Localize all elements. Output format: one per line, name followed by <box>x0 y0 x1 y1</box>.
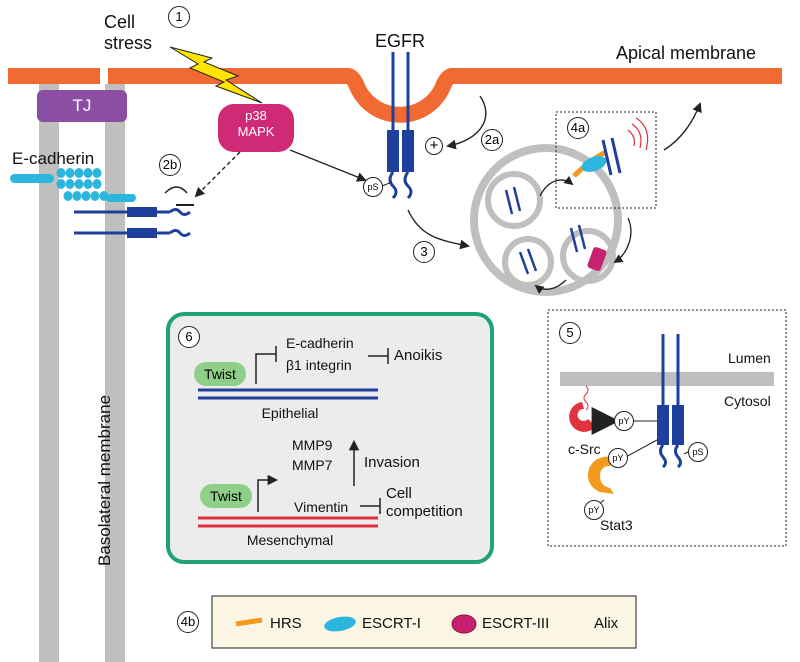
legend-alix-label: Alix <box>594 615 619 632</box>
step-3-circle: 3 <box>413 241 435 263</box>
step-1-circle: 1 <box>168 6 190 28</box>
legend-hrs-label: HRS <box>270 615 302 632</box>
cell-competition-label: Cell competition <box>386 485 463 520</box>
basolateral-wall-right <box>105 84 125 662</box>
legend-escrt-iii-swatch <box>451 614 477 634</box>
apical-membrane-label: Apical membrane <box>616 43 757 63</box>
step-4b-circle: 4b <box>177 611 199 633</box>
twist-node-epithelial: Twist <box>194 362 246 386</box>
arrow-2a <box>446 95 487 150</box>
py-badge-stat3: pY <box>584 500 604 520</box>
basolateral-wall-left <box>39 84 59 662</box>
e-cadherin-molecule-icon <box>10 168 136 202</box>
epithelial-label: Epithelial <box>261 405 319 421</box>
lumen-label: Lumen <box>728 350 771 366</box>
ps-link <box>381 181 393 187</box>
legend-escrt-i-swatch <box>324 616 356 632</box>
escrt-complex-icon <box>572 117 649 192</box>
inhibition-2b-arc <box>164 186 188 194</box>
membrane-invagination <box>345 68 455 123</box>
lightning-icon <box>169 46 263 104</box>
cell-stress-label: Cell stress <box>104 12 153 53</box>
stat3-icon <box>587 456 614 494</box>
legend-escrt-iii-label: ESCRT-III <box>482 615 550 632</box>
panel-5-receptor-icon <box>657 334 684 469</box>
apical-membrane-right <box>450 68 782 84</box>
twist-node-mesenchymal: Twist <box>200 484 252 508</box>
step-6-circle: 6 <box>178 326 200 348</box>
e-cadherin-target-label: E-cadherin <box>286 335 354 351</box>
arrow-mvb-loop-b <box>613 217 632 263</box>
arrow-3-to-endosome <box>407 209 470 250</box>
mmp7-label: MMP7 <box>292 457 333 473</box>
invasion-label: Invasion <box>364 454 420 471</box>
ps-badge-receptor: pS <box>688 442 708 462</box>
py-badge-receptor: pY <box>614 411 634 431</box>
p38-mapk-node: p38 MAPK <box>218 104 294 152</box>
src-lipid-anchor <box>583 385 589 411</box>
step-2b-circle: 2b <box>159 154 181 176</box>
intraluminal-vesicle-2 <box>502 236 554 288</box>
mesenchymal-label: Mesenchymal <box>246 532 334 548</box>
py-badge-stat3-link: pY <box>608 448 628 468</box>
tj-label: TJ <box>37 90 127 122</box>
b1-integrin-label: β1 integrin <box>286 357 352 373</box>
stat3-label: Stat3 <box>600 517 633 533</box>
intraluminal-vesicle-3 <box>560 228 616 284</box>
apical-membrane-left <box>8 68 100 84</box>
mmp9-label: MMP9 <box>292 437 333 453</box>
vesicle-receptor-icons <box>504 186 587 275</box>
c-src-icon <box>569 402 596 432</box>
box-4a <box>555 111 657 209</box>
basolateral-membrane-label: Basolateral membrane <box>95 394 114 566</box>
escrt-iii-on-vesicle <box>587 247 607 271</box>
multivesicular-body <box>470 144 622 296</box>
arrow-mvb-loop-a <box>539 175 574 197</box>
legend-box <box>211 595 637 649</box>
cytosol-label: Cytosol <box>724 393 771 409</box>
intraluminal-vesicle-1 <box>485 171 543 229</box>
c-src-label: c-Src <box>568 441 601 457</box>
vimentin-label: Vimentin <box>294 499 349 515</box>
panel-5-membrane <box>560 372 774 386</box>
legend-hrs-swatch <box>235 617 263 627</box>
ps-badge-egfr: pS <box>363 177 383 197</box>
plus-circle: + <box>425 137 443 155</box>
step-2a-circle: 2a <box>481 129 503 151</box>
dashed-arrow-p38-to-basolateral <box>194 151 241 198</box>
panel-5 <box>547 309 787 547</box>
arrow-p38-to-egfr <box>289 149 367 182</box>
step-4a-circle: 4a <box>567 117 589 139</box>
arrow-mvb-loop-c <box>534 279 567 295</box>
e-cadherin-label: E-cadherin <box>12 149 95 168</box>
anoikis-label: Anoikis <box>394 347 443 364</box>
arrow-to-apical <box>663 102 702 151</box>
step-5-circle: 5 <box>559 322 581 344</box>
egfr-label: EGFR <box>374 31 426 51</box>
legend-escrt-i-label: ESCRT-I <box>362 615 421 632</box>
basolateral-receptor-icon <box>74 207 191 238</box>
egfr-receptor-icon <box>387 52 414 200</box>
